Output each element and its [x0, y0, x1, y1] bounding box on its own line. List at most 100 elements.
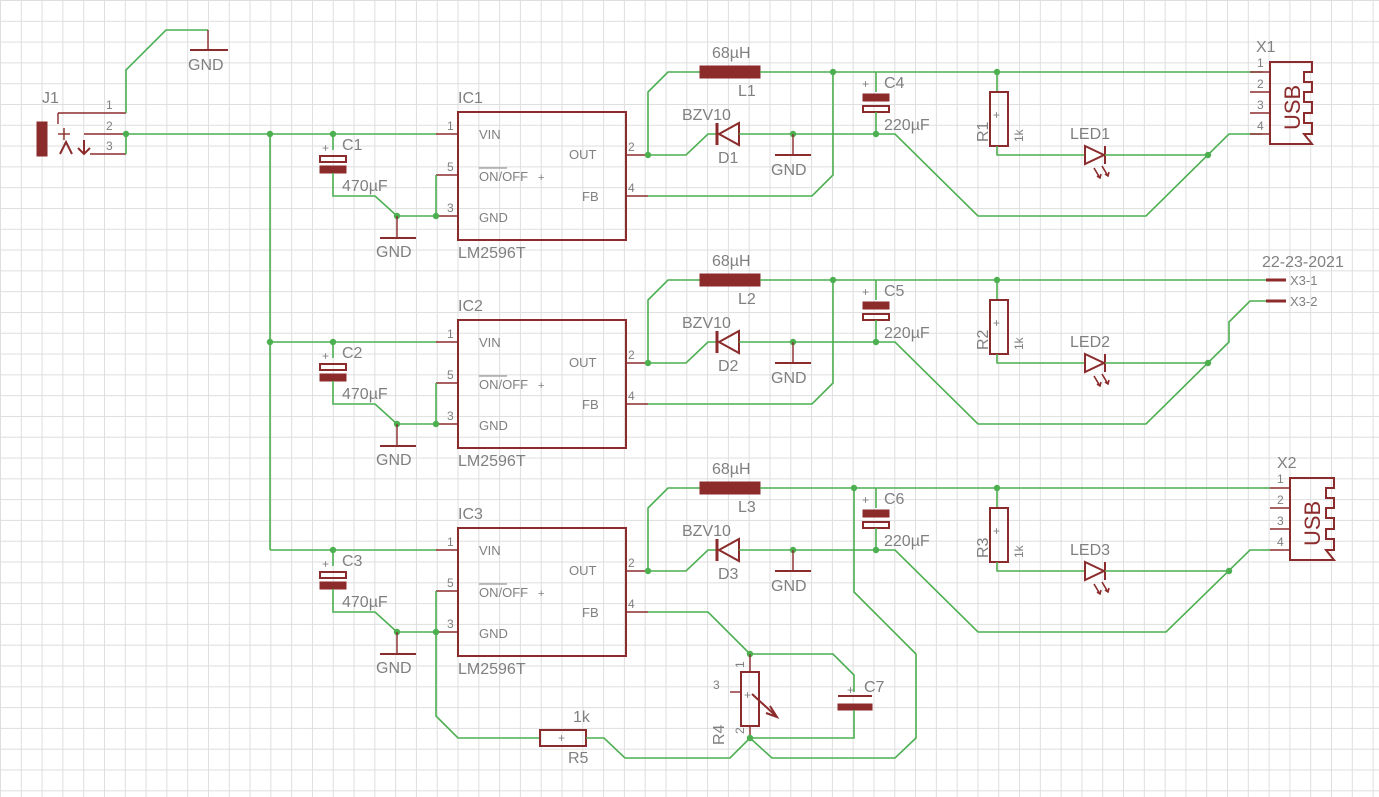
- svg-text:+: +: [862, 77, 869, 91]
- svg-text:1: 1: [733, 661, 747, 668]
- svg-text:220µF: 220µF: [884, 325, 930, 342]
- svg-text:LED2: LED2: [1070, 334, 1110, 351]
- pot-label: R4: [711, 724, 728, 745]
- svg-text:3: 3: [447, 201, 454, 215]
- svg-text:ON/OFF: ON/OFF: [479, 169, 528, 184]
- svg-text:D2: D2: [718, 358, 739, 375]
- j1-wiring: [122, 29, 436, 550]
- svg-text:+: +: [322, 349, 329, 363]
- inductor: [699, 65, 761, 79]
- svg-text:+: +: [993, 524, 1000, 538]
- svg-text:VIN: VIN: [479, 543, 501, 558]
- svg-text:220µF: 220µF: [884, 533, 930, 550]
- usb-connector-x1: USB X1 1 2 3 4: [1250, 39, 1315, 145]
- header-x3: 22-23-2021 X3-1 X3-2: [1262, 254, 1344, 309]
- svg-text:GND: GND: [771, 162, 807, 179]
- svg-text:5: 5: [447, 160, 454, 174]
- svg-text:2: 2: [733, 727, 747, 734]
- cout-label: C4: [884, 75, 905, 92]
- svg-text:1: 1: [447, 327, 454, 341]
- j1-arrow: [77, 140, 91, 156]
- svg-text:3: 3: [713, 678, 720, 692]
- svg-text:+: +: [538, 380, 544, 392]
- svg-text:ON/OFF: ON/OFF: [479, 377, 528, 392]
- res-label: R1: [975, 121, 992, 142]
- svg-text:GND: GND: [771, 370, 807, 387]
- ic-label: IC1: [458, 90, 483, 107]
- svg-text:GND: GND: [479, 418, 508, 433]
- svg-text:R3: R3: [975, 537, 992, 558]
- svg-text:5: 5: [447, 368, 454, 382]
- svg-text:4: 4: [1257, 119, 1264, 133]
- svg-text:C5: C5: [884, 283, 905, 300]
- svg-text:2: 2: [1257, 77, 1264, 91]
- svg-text:+: +: [744, 688, 751, 702]
- svg-text:GND: GND: [771, 578, 807, 595]
- j1-connector: J1 1 2 3: [36, 90, 126, 157]
- svg-text:USB: USB: [1300, 501, 1325, 546]
- usb-connector-x2: USB X2 1 2 3 4: [1270, 455, 1337, 561]
- j1-contact: [59, 139, 73, 155]
- r5-label: R5: [568, 750, 589, 767]
- svg-text:BZV10: BZV10: [682, 523, 731, 540]
- gnd-symbol: GND: [188, 30, 228, 74]
- ic-label: IC2: [458, 298, 483, 315]
- svg-text:GND: GND: [188, 57, 224, 74]
- svg-text:1: 1: [1277, 472, 1284, 486]
- svg-text:2: 2: [628, 556, 635, 570]
- pin-number: 2: [106, 119, 113, 133]
- svg-text:LM2596T: LM2596T: [458, 453, 526, 470]
- zener-value: BZV10: [682, 107, 731, 124]
- svg-text:+: +: [558, 731, 565, 745]
- svg-text:3: 3: [447, 409, 454, 423]
- pin-number: 1: [106, 98, 113, 112]
- usb-x1-label: X1: [1256, 39, 1276, 56]
- svg-text:R2: R2: [975, 329, 992, 350]
- svg-text:2: 2: [628, 348, 635, 362]
- svg-text:VIN: VIN: [479, 335, 501, 350]
- svg-text:LED3: LED3: [1070, 542, 1110, 559]
- res-value: 1k: [1012, 128, 1026, 142]
- svg-text:4: 4: [628, 389, 635, 403]
- header-date: 22-23-2021: [1262, 254, 1344, 271]
- svg-text:GND: GND: [479, 210, 508, 225]
- svg-text:+: +: [993, 316, 1000, 330]
- svg-text:+: +: [538, 172, 544, 184]
- svg-text:2: 2: [1277, 493, 1284, 507]
- ic-type: LM2596T: [458, 245, 526, 262]
- svg-text:1k: 1k: [1012, 544, 1026, 558]
- svg-text:GND: GND: [376, 660, 412, 677]
- svg-text:+: +: [322, 557, 329, 571]
- svg-text:L2: L2: [738, 291, 756, 308]
- svg-text:GND: GND: [376, 452, 412, 469]
- svg-text:4: 4: [1277, 535, 1284, 549]
- cin-value: 470µF: [342, 178, 388, 195]
- ic-body: [457, 111, 627, 241]
- header-pin-2: X3-2: [1290, 294, 1317, 309]
- feedback-network: + 3 1 2 R4 + C7 + 1k R5: [435, 488, 917, 767]
- svg-text:4: 4: [628, 181, 635, 195]
- svg-text:D3: D3: [718, 566, 739, 583]
- usb-x2-label: X2: [1277, 455, 1297, 472]
- cout-value: 220µF: [884, 117, 930, 134]
- svg-text:OUT: OUT: [569, 355, 597, 370]
- j1-label: J1: [42, 90, 59, 107]
- svg-text:1: 1: [447, 535, 454, 549]
- diode-label: D1: [718, 150, 739, 167]
- svg-text:C6: C6: [884, 491, 905, 508]
- svg-text:2: 2: [628, 140, 635, 154]
- svg-text:GND: GND: [479, 626, 508, 641]
- svg-text:FB: FB: [582, 397, 599, 412]
- svg-text:1: 1: [447, 119, 454, 133]
- cin-label: C1: [342, 137, 363, 154]
- stage-2: IC2 LM2596T VIN ON/OFF + GND OUT FB 1 5 …: [270, 253, 1272, 470]
- header-pin-1: X3-1: [1290, 273, 1317, 288]
- svg-text:1: 1: [1257, 56, 1264, 70]
- svg-text:68µH: 68µH: [712, 461, 751, 478]
- svg-text:FB: FB: [582, 189, 599, 204]
- inductor-label: L1: [738, 83, 756, 100]
- pin-number: 3: [106, 139, 113, 153]
- svg-text:3: 3: [447, 617, 454, 631]
- svg-text:+: +: [993, 108, 1000, 122]
